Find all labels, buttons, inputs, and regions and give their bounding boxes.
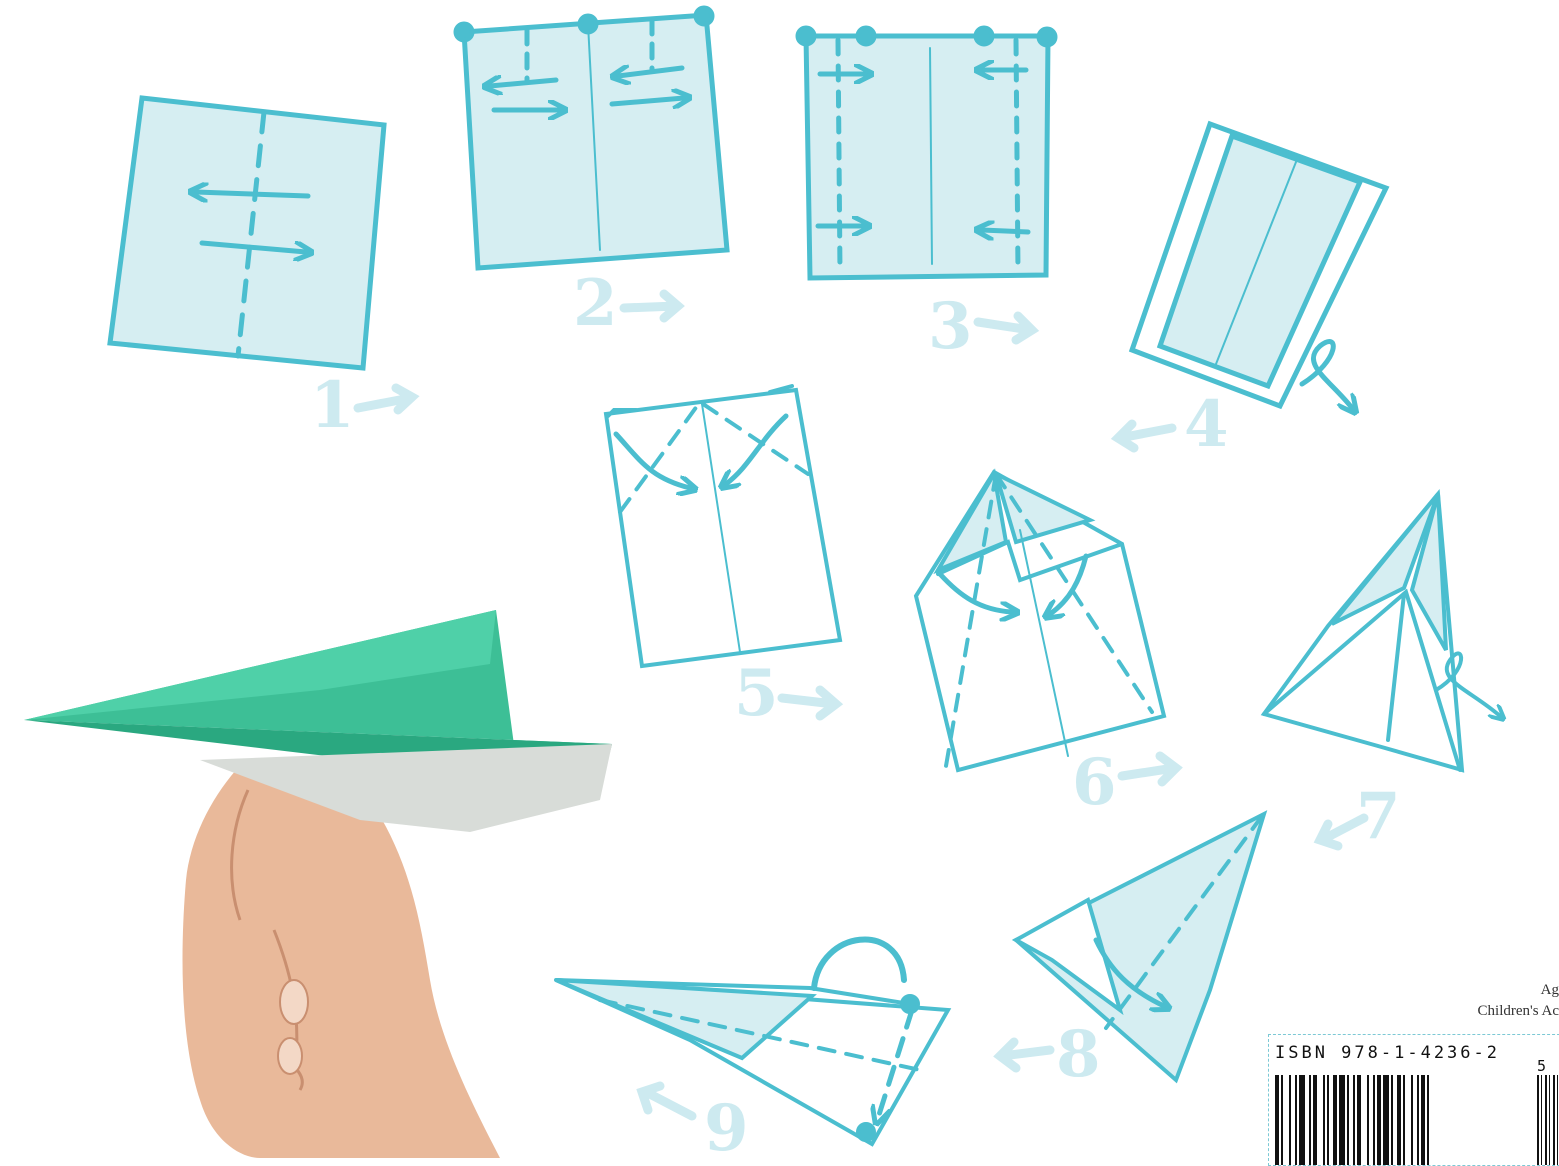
- step-6-diagram: [916, 472, 1164, 770]
- step-5-number: 5: [734, 656, 779, 731]
- step-5-diagram: [606, 386, 840, 666]
- step-6-number: 6: [1072, 745, 1117, 820]
- step-3-arrow: [978, 316, 1032, 340]
- price-code-digit: 5: [1537, 1057, 1546, 1075]
- step-4-arrow: [1118, 424, 1172, 448]
- step-1-number: 1: [310, 368, 355, 443]
- age-range-text: Ag: [1541, 982, 1559, 999]
- step-6-arrow: [1122, 756, 1176, 782]
- step-9-arrow: [642, 1086, 692, 1116]
- category-text: Children's Ac: [1478, 1003, 1559, 1020]
- step-2-diagram: [456, 8, 727, 268]
- step-5-arrow: [782, 690, 836, 716]
- step-9-diagram: [556, 939, 948, 1144]
- step-8-number: 8: [1056, 1017, 1101, 1092]
- step-1-arrow: [358, 388, 412, 410]
- isbn-barcode-box: ISBN 978-1-4236-2 5: [1268, 1034, 1559, 1166]
- step-8-diagram: [1016, 814, 1264, 1080]
- step-8-arrow: [1000, 1042, 1050, 1068]
- step-4-diagram: [1132, 124, 1386, 408]
- isbn-text: ISBN 978-1-4236-2: [1275, 1043, 1500, 1063]
- step-7-diagram: [1264, 494, 1500, 770]
- step-4-number: 4: [1184, 387, 1229, 462]
- barcode: [1275, 1075, 1559, 1165]
- step-3-number: 3: [928, 289, 973, 364]
- step-9-number: 9: [704, 1091, 749, 1158]
- step-2-number: 2: [573, 266, 618, 341]
- step-3-diagram: [798, 28, 1055, 278]
- step-2-arrow: [624, 294, 678, 318]
- hand-holding-paper-plane: [24, 610, 612, 1158]
- step-1-diagram: [110, 98, 384, 368]
